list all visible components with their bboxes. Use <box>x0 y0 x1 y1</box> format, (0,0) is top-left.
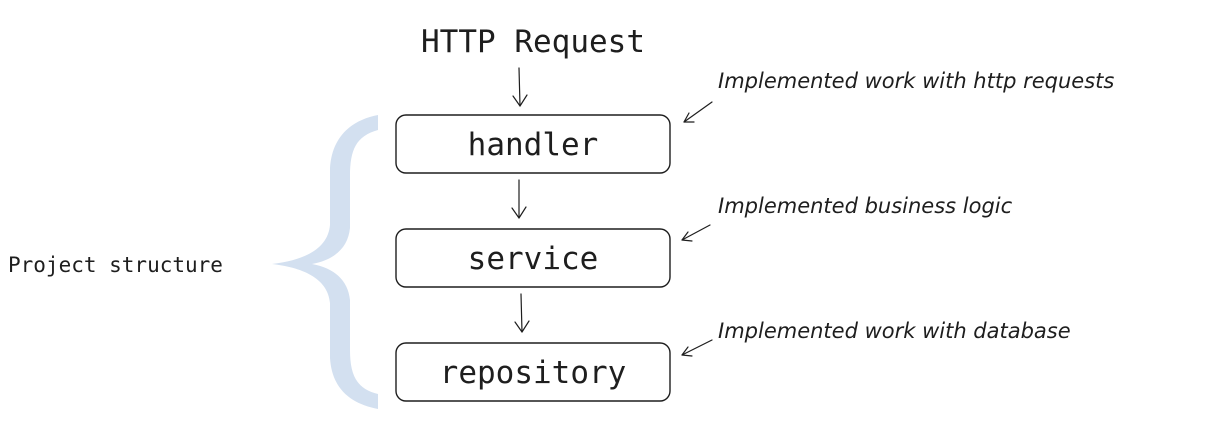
annotation-repository-text: Implemented work with database <box>718 319 1071 343</box>
annotation-service-arrow <box>681 224 711 241</box>
service-box <box>395 228 671 288</box>
repository-box <box>395 342 671 402</box>
annotation-handler-text: Implemented work with http requests <box>718 69 1114 93</box>
project-structure-label: Project structure <box>8 253 223 277</box>
layer-service: service <box>395 228 671 288</box>
service-label: service <box>468 241 599 277</box>
http-request-label: HTTP Request <box>421 24 645 60</box>
arrow-request-to-handler <box>512 67 528 107</box>
handler-label: handler <box>468 127 599 163</box>
annotation-repository-arrow <box>681 339 713 356</box>
annotation-service-text: Implemented business logic <box>718 194 1013 218</box>
annotation-repository: Implemented work with database <box>681 319 1071 357</box>
arrow-handler-to-service <box>511 179 527 219</box>
repository-label: repository <box>440 355 627 391</box>
annotation-handler: Implemented work with http requests <box>683 69 1114 123</box>
project-structure-brace <box>272 115 378 409</box>
handler-box <box>395 114 671 174</box>
annotation-handler-arrow <box>683 101 713 123</box>
annotation-service: Implemented business logic <box>681 194 1013 242</box>
layer-repository: repository <box>395 342 671 402</box>
layer-handler: handler <box>395 114 671 174</box>
arrow-service-to-repository <box>514 293 530 333</box>
